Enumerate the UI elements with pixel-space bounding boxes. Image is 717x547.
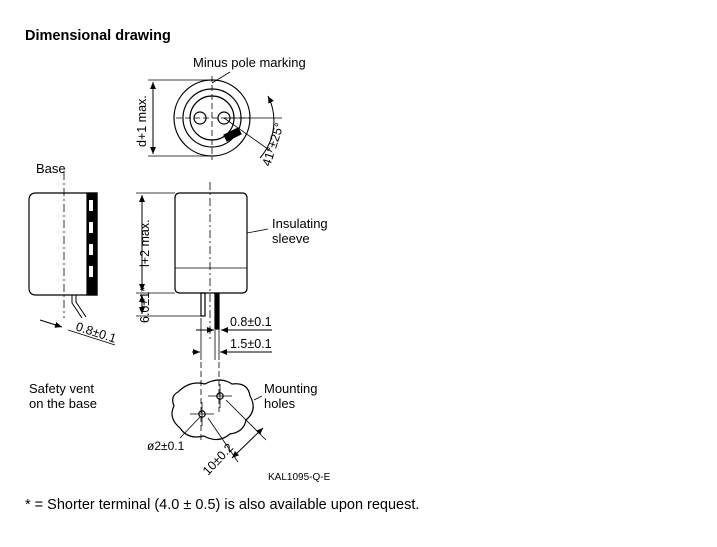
front-view bbox=[136, 182, 272, 360]
diameter-dimension: d+1 max. bbox=[135, 95, 149, 147]
terminal-length-dimension: 6.0±1* bbox=[138, 287, 152, 323]
top-view bbox=[148, 71, 282, 160]
base-view bbox=[28, 172, 116, 346]
terminal-spacing-dimension: 1.5±0.1 bbox=[230, 337, 272, 351]
mounting-holes-view bbox=[171, 362, 267, 463]
base-label: Base bbox=[36, 161, 66, 176]
mounting-holes-label-line2: holes bbox=[264, 396, 296, 411]
hole-diameter-dimension: ø2±0.1 bbox=[147, 439, 185, 453]
mounting-holes-label: Mounting holes bbox=[264, 381, 317, 411]
drawing-code: KAL1095-Q-E bbox=[268, 472, 331, 483]
hole-distance-dimension: 10±0.2 bbox=[200, 441, 236, 478]
footnote: * = Shorter terminal (4.0 ± 0.5) is also… bbox=[25, 497, 420, 513]
insulating-sleeve-label-line2: sleeve bbox=[272, 231, 310, 246]
angle-dimension: 41°±25° bbox=[260, 121, 287, 168]
terminal-width-dimension: 0.8±0.1 bbox=[230, 315, 272, 329]
page-title: Dimensional drawing bbox=[25, 28, 171, 44]
minus-pole-marker bbox=[223, 127, 242, 142]
safety-vent-label: Safety vent on the base bbox=[29, 381, 97, 411]
length-dimension: l+2 max. bbox=[138, 219, 152, 267]
safety-vent-label-line1: Safety vent bbox=[29, 381, 95, 396]
mounting-holes-label-line1: Mounting bbox=[264, 381, 318, 396]
insulating-sleeve-label-line1: Insulating bbox=[272, 216, 328, 231]
minus-pole-label: Minus pole marking bbox=[193, 55, 306, 70]
insulating-sleeve-label: Insulating sleeve bbox=[272, 216, 328, 246]
side-terminal-dimension: 0.8±0.1 bbox=[74, 320, 118, 346]
safety-vent-label-line2: on the base bbox=[29, 396, 97, 411]
